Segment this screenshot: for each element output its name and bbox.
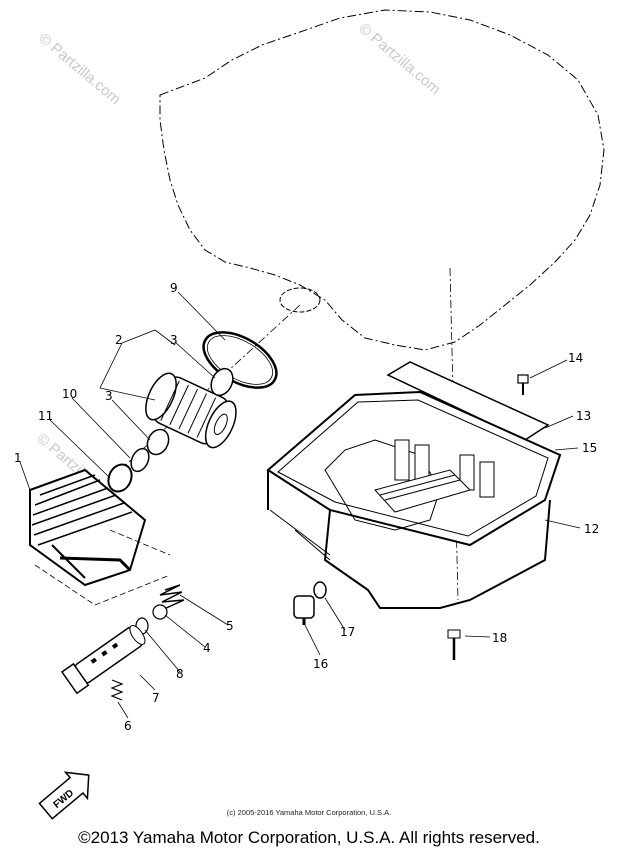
callout-17: 17 [340, 625, 355, 639]
filter-cover [29, 468, 147, 587]
watermark-top-right: © Partzilla.com [355, 20, 443, 98]
seal-ring-10 [130, 447, 150, 473]
callout-10: 10 [62, 387, 77, 401]
seal-ring-11 [107, 463, 133, 493]
callout-7: 7 [152, 691, 160, 705]
callout-13: 13 [576, 409, 591, 423]
callout-3-lower: 3 [105, 389, 113, 403]
engine-outline [159, 9, 605, 351]
cover-leader-bracket [34, 529, 171, 606]
drain-plug-gasket [313, 581, 327, 599]
bolt-spring [110, 679, 124, 701]
callout-12: 12 [584, 522, 599, 536]
footer-copyright: ©2013 Yamaha Motor Corporation, U.S.A. A… [78, 828, 540, 847]
callout-18: 18 [492, 631, 507, 645]
washer-upper [210, 367, 234, 397]
diagram-copyright: (c) 2005-2016 Yamaha Motor Corporation, … [226, 808, 392, 817]
callout-6: 6 [124, 719, 132, 733]
callout-15: 15 [582, 441, 597, 455]
relief-spring [159, 584, 185, 610]
watermark-top-left: © Partzilla.com [35, 30, 123, 108]
callout-5: 5 [226, 619, 234, 633]
callout-3-upper: 3 [170, 333, 178, 347]
check-ball [152, 604, 168, 620]
leader-lines [19, 291, 581, 719]
pan-bolt [447, 629, 461, 660]
callout-16: 16 [313, 657, 328, 671]
oil-filter-element [145, 372, 237, 449]
callout-8: 8 [176, 667, 184, 681]
callout-1: 1 [14, 451, 22, 465]
callout-9: 9 [170, 281, 178, 295]
engine-filter-seat [279, 287, 321, 313]
callout-14: 14 [568, 351, 583, 365]
callout-2: 2 [115, 333, 123, 347]
callout-11: 11 [38, 409, 53, 423]
washer-lower [146, 428, 170, 456]
drain-plug [293, 595, 315, 625]
oil-pan [266, 390, 562, 609]
filter-bolt [60, 625, 146, 695]
callout-4: 4 [203, 641, 211, 655]
baffle-bolt [517, 374, 529, 395]
